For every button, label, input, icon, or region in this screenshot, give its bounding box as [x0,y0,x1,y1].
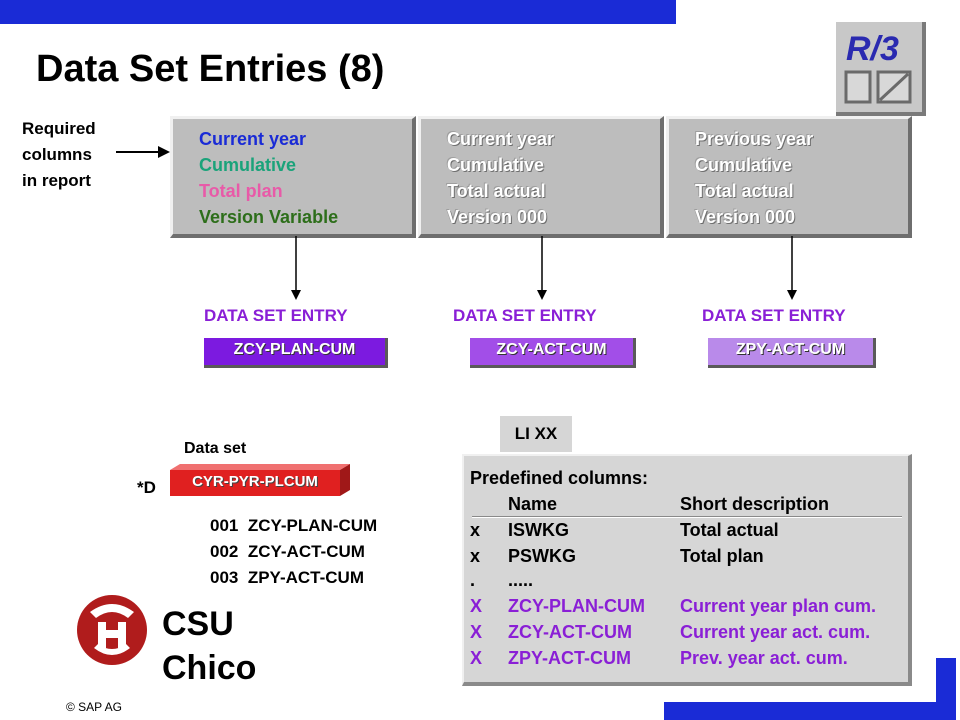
report-column-1: Current year Cumulative Total plan Versi… [170,116,416,238]
column-header-description: Short description [680,494,830,514]
arrow-right-icon [116,146,170,158]
data-set-entry-label: DATA SET ENTRY [204,306,348,325]
column-header-name: Name [508,494,558,514]
tab-li-xx[interactable]: LI XX [500,416,572,452]
page-title: Data Set Entries (8) [36,48,385,90]
arrow-down-icon [787,236,797,300]
arrow-down-icon [291,236,301,300]
data-set-name: CYR-PYR-PLCUM [192,473,318,490]
data-set-entry-label: DATA SET ENTRY [453,306,597,325]
arrow-down-icon [537,236,547,300]
top-accent-bar [0,0,676,24]
svg-text:R/3: R/3 [846,30,899,68]
header-divider [472,516,902,518]
predefined-columns-panel: Predefined columns: Name Short descripti… [462,454,912,686]
bottom-accent-bar [664,702,956,720]
list-item: 003 ZPY-ACT-CUM [210,568,364,587]
list-item: 001 ZCY-PLAN-CUM [210,516,378,535]
list-item: 002 ZCY-ACT-CUM [210,542,365,561]
report-column-2: Current year Cumulative Total actual Ver… [418,116,664,238]
copyright-text: © SAP AG [66,700,122,714]
r3-logo: R/3 [836,22,926,116]
csu-chico-wordmark: CSU Chico [162,605,257,687]
data-set-bar [170,464,350,496]
predefined-title: Predefined columns: [470,468,649,488]
required-columns-label: Required columns in report [22,119,96,190]
data-set-prefix: *D [137,478,156,497]
data-set-entry-label: DATA SET ENTRY [702,306,846,325]
entry-zpy-act-cum[interactable]: ZPY-ACT-CUM [708,338,876,368]
report-column-3: Previous year Cumulative Total actual Ve… [666,116,912,238]
data-set-label: Data set [184,440,247,457]
entry-zcy-act-cum[interactable]: ZCY-ACT-CUM [470,338,636,368]
entry-zcy-plan-cum[interactable]: ZCY-PLAN-CUM [204,338,388,368]
csu-chico-seal-icon [77,595,147,665]
